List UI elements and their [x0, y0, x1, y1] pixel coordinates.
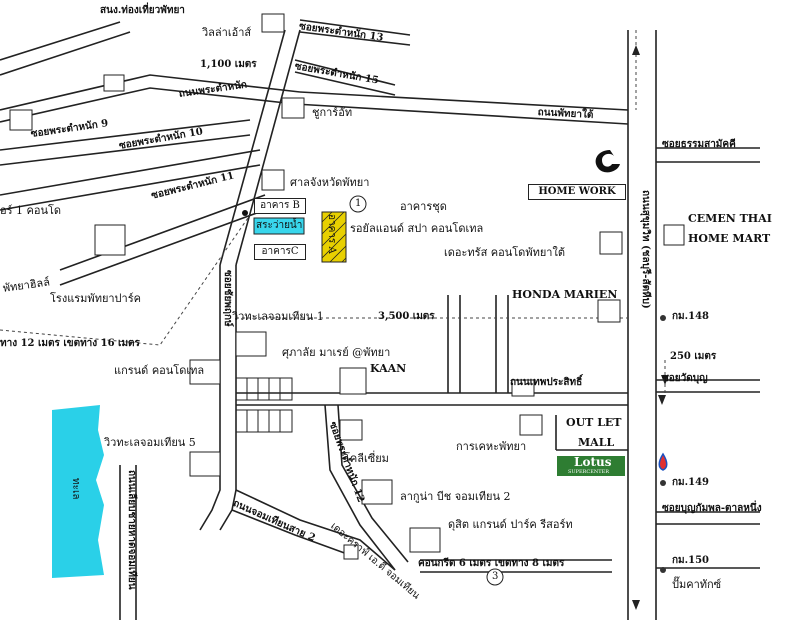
building-a-hatch — [321, 211, 347, 263]
label-view-5: วิวทะเลจอมเทียน 5 — [104, 436, 196, 449]
label-outlet: OUT LET — [566, 416, 622, 429]
label-tat: สนง.ท่องเที่ยวพัทยา — [100, 5, 185, 16]
label-view-1: วิวทะเลจอมเทียน 1 — [232, 310, 324, 323]
label-villa: วิลล่าเอ้าส์ — [202, 26, 252, 39]
label-km149: กม.149 — [672, 477, 710, 488]
label-sea: ทะเล — [70, 478, 81, 500]
label-pattaya-park: โรงแรมพัทยาปาร์ค — [50, 292, 141, 305]
label-km150: กม.150 — [672, 555, 710, 566]
road-network — [0, 19, 760, 620]
label-kaan: KAAN — [370, 362, 407, 375]
pool-block — [253, 217, 305, 235]
label-soi-chaiyaphruek: ซอยชัยพฤกษ์ — [222, 270, 233, 327]
label-royal-spa: รอยัลแอนด์ สปา คอนโดเทล — [350, 222, 484, 235]
label-thepprasit: ถนนเทพประสิทธิ์ — [510, 377, 583, 388]
label-cemen-thai: CEMEN THAI — [688, 212, 772, 225]
label-soi-tham: ซอยธรรมสามัคคี — [662, 139, 736, 150]
arrows — [632, 45, 669, 610]
pool-label: สระว่ายน้ำ — [256, 220, 303, 231]
dashed-routes — [0, 30, 666, 395]
km148-dot — [660, 315, 666, 321]
label-sukhumvit: ถนนสุขุมวิท (ชลบุรี-สัตหีบ) — [640, 190, 651, 309]
label-dusit: ดุสิต แกรนด์ ปาร์ค รีสอร์ท — [448, 518, 573, 531]
marker-3-circle — [486, 568, 504, 586]
label-dist-3500: 3,500 เมตร — [378, 311, 435, 322]
label-home-mart: HOME MART — [688, 232, 771, 245]
label-km148: กม.148 — [672, 311, 710, 322]
label-soi-wat: ซอยวัดบุญ — [662, 373, 708, 384]
label-road-width: ทาง 12 เมตร เขตทาง 16 เมตร — [0, 338, 140, 349]
home-work-label: HOME WORK — [528, 184, 626, 200]
lotus-sub-label: SUPERCENTER — [568, 469, 610, 475]
ptt-marker-icon — [658, 452, 668, 471]
marker-1-circle — [349, 195, 367, 213]
label-dist-1100: 1,100 เมตร — [200, 59, 257, 70]
label-laguna: ลากูน่า บีช จอมเทียน 2 — [400, 490, 511, 503]
label-jomtien-beach-road: ถนนเลียบชายหาดจอมเทียน — [126, 470, 137, 590]
building-c-label: อาคารC — [254, 244, 306, 260]
label-condo-block: อาคารชุด — [400, 200, 447, 213]
sea-area — [52, 405, 104, 578]
km149-dot — [660, 480, 666, 486]
label-sukarat: ชูการ์อัท — [312, 106, 353, 119]
label-concrete-road: คอนกรีต 6 เมตร เขตทาง 8 เมตร — [418, 558, 565, 569]
label-mall: MALL — [578, 436, 615, 449]
label-grand-condo: แกรนด์ คอนโดเทล — [114, 364, 205, 377]
label-pattaya-trade: การเคหะพัทยา — [456, 440, 527, 453]
label-honda: HONDA MARIEN — [512, 288, 618, 301]
label-kolosseum: โคลีเซี่ยม — [344, 452, 389, 465]
label-ptt: ปั๊มคาทักซ์ — [672, 578, 722, 591]
buildings — [9, 13, 685, 560]
label-soi-jomtien: ซอยบุญกัมพล-ตาลหนึ่ง — [662, 503, 762, 514]
marker-1-label: 1 — [355, 198, 362, 209]
label-courthouse: ศาลจังหวัดพัทยา — [290, 176, 370, 189]
homework-logo-icon — [595, 150, 620, 173]
label-dist-250: 250 เมตร — [670, 351, 717, 362]
building-a-label: อาคาร A — [326, 214, 337, 254]
marker-3-label: 3 — [492, 571, 499, 582]
km150-dot — [660, 567, 666, 573]
lotus-label: Lotus — [574, 455, 612, 469]
location-dot — [242, 210, 248, 216]
label-trust-condo: เดอะทรัส คอนโดพัทยาใต้ — [444, 246, 565, 259]
parking-blocks — [235, 377, 293, 433]
label-tuk-dance: ศุภาลัย มาเรย์ @พัทยา — [282, 346, 391, 359]
label-condo-1: อร์ 1 คอนโด — [0, 204, 62, 217]
lotus-logo-bg — [557, 456, 625, 476]
building-b-label: อาคาร B — [254, 198, 306, 214]
